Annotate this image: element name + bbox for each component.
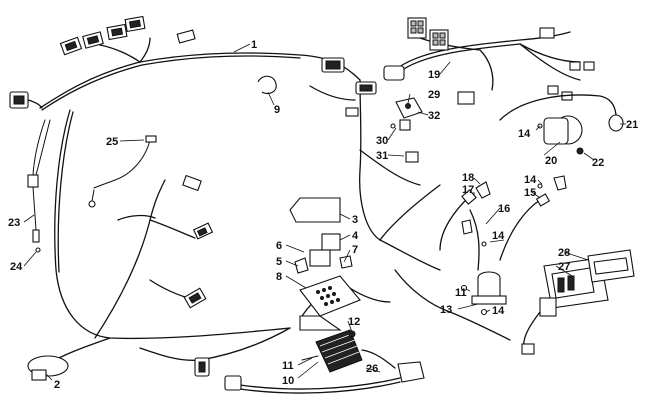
modules-27-28 bbox=[521, 249, 635, 355]
callout-29: 29 bbox=[428, 89, 440, 101]
lead-25 bbox=[88, 135, 157, 208]
callout-11-regulator: 11 bbox=[282, 360, 294, 372]
callout-9: 9 bbox=[274, 104, 280, 116]
callout-1: 1 bbox=[251, 39, 257, 51]
callout-14-b: 14 bbox=[524, 174, 537, 186]
callout-7: 7 bbox=[352, 244, 358, 256]
callout-labels: 1 2 3 4 5 6 7 8 9 10 11 11 12 13 14 14 1… bbox=[8, 39, 638, 391]
callout-16: 16 bbox=[498, 203, 510, 215]
callout-14-d: 14 bbox=[492, 305, 505, 317]
top-center-connectors bbox=[309, 57, 377, 117]
callout-20: 20 bbox=[545, 155, 557, 167]
callout-31: 31 bbox=[376, 150, 388, 162]
callout-8: 8 bbox=[276, 271, 282, 283]
callout-28: 28 bbox=[558, 247, 570, 259]
callout-23: 23 bbox=[8, 217, 20, 229]
bracket-29-32 bbox=[390, 97, 423, 163]
callout-4: 4 bbox=[352, 230, 359, 242]
callout-14-a: 14 bbox=[518, 128, 531, 140]
callout-3: 3 bbox=[352, 214, 358, 226]
callout-26: 26 bbox=[366, 363, 378, 375]
left-side-connectors bbox=[9, 91, 51, 253]
lead-26 bbox=[224, 361, 425, 394]
callout-32: 32 bbox=[428, 110, 440, 122]
callout-22: 22 bbox=[592, 157, 604, 169]
callout-30: 30 bbox=[376, 135, 388, 147]
callout-11-relay: 11 bbox=[455, 287, 467, 299]
callout-24: 24 bbox=[10, 261, 23, 273]
relay-block-3-8 bbox=[289, 197, 361, 331]
callout-18: 18 bbox=[462, 172, 474, 184]
callout-6: 6 bbox=[276, 240, 282, 252]
harness-19 bbox=[383, 17, 595, 105]
callout-25: 25 bbox=[106, 136, 118, 148]
callout-2: 2 bbox=[54, 379, 60, 391]
regulator-10 bbox=[301, 329, 396, 373]
center-left-connectors bbox=[182, 174, 214, 377]
callout-14-c: 14 bbox=[492, 230, 505, 242]
callout-5: 5 bbox=[276, 256, 282, 268]
callout-19: 19 bbox=[428, 69, 440, 81]
starter-relay-13-18 bbox=[439, 175, 567, 316]
callout-27: 27 bbox=[558, 261, 570, 273]
callout-17: 17 bbox=[462, 184, 474, 196]
clip-9 bbox=[257, 75, 277, 95]
starter-solenoid-20 bbox=[499, 94, 624, 155]
callout-10: 10 bbox=[282, 375, 294, 387]
callout-12: 12 bbox=[348, 316, 360, 328]
top-left-connector-cluster bbox=[59, 15, 196, 56]
leader-lines bbox=[23, 43, 626, 381]
callout-13: 13 bbox=[440, 304, 452, 316]
callout-15: 15 bbox=[524, 187, 536, 199]
callout-21: 21 bbox=[626, 119, 638, 131]
